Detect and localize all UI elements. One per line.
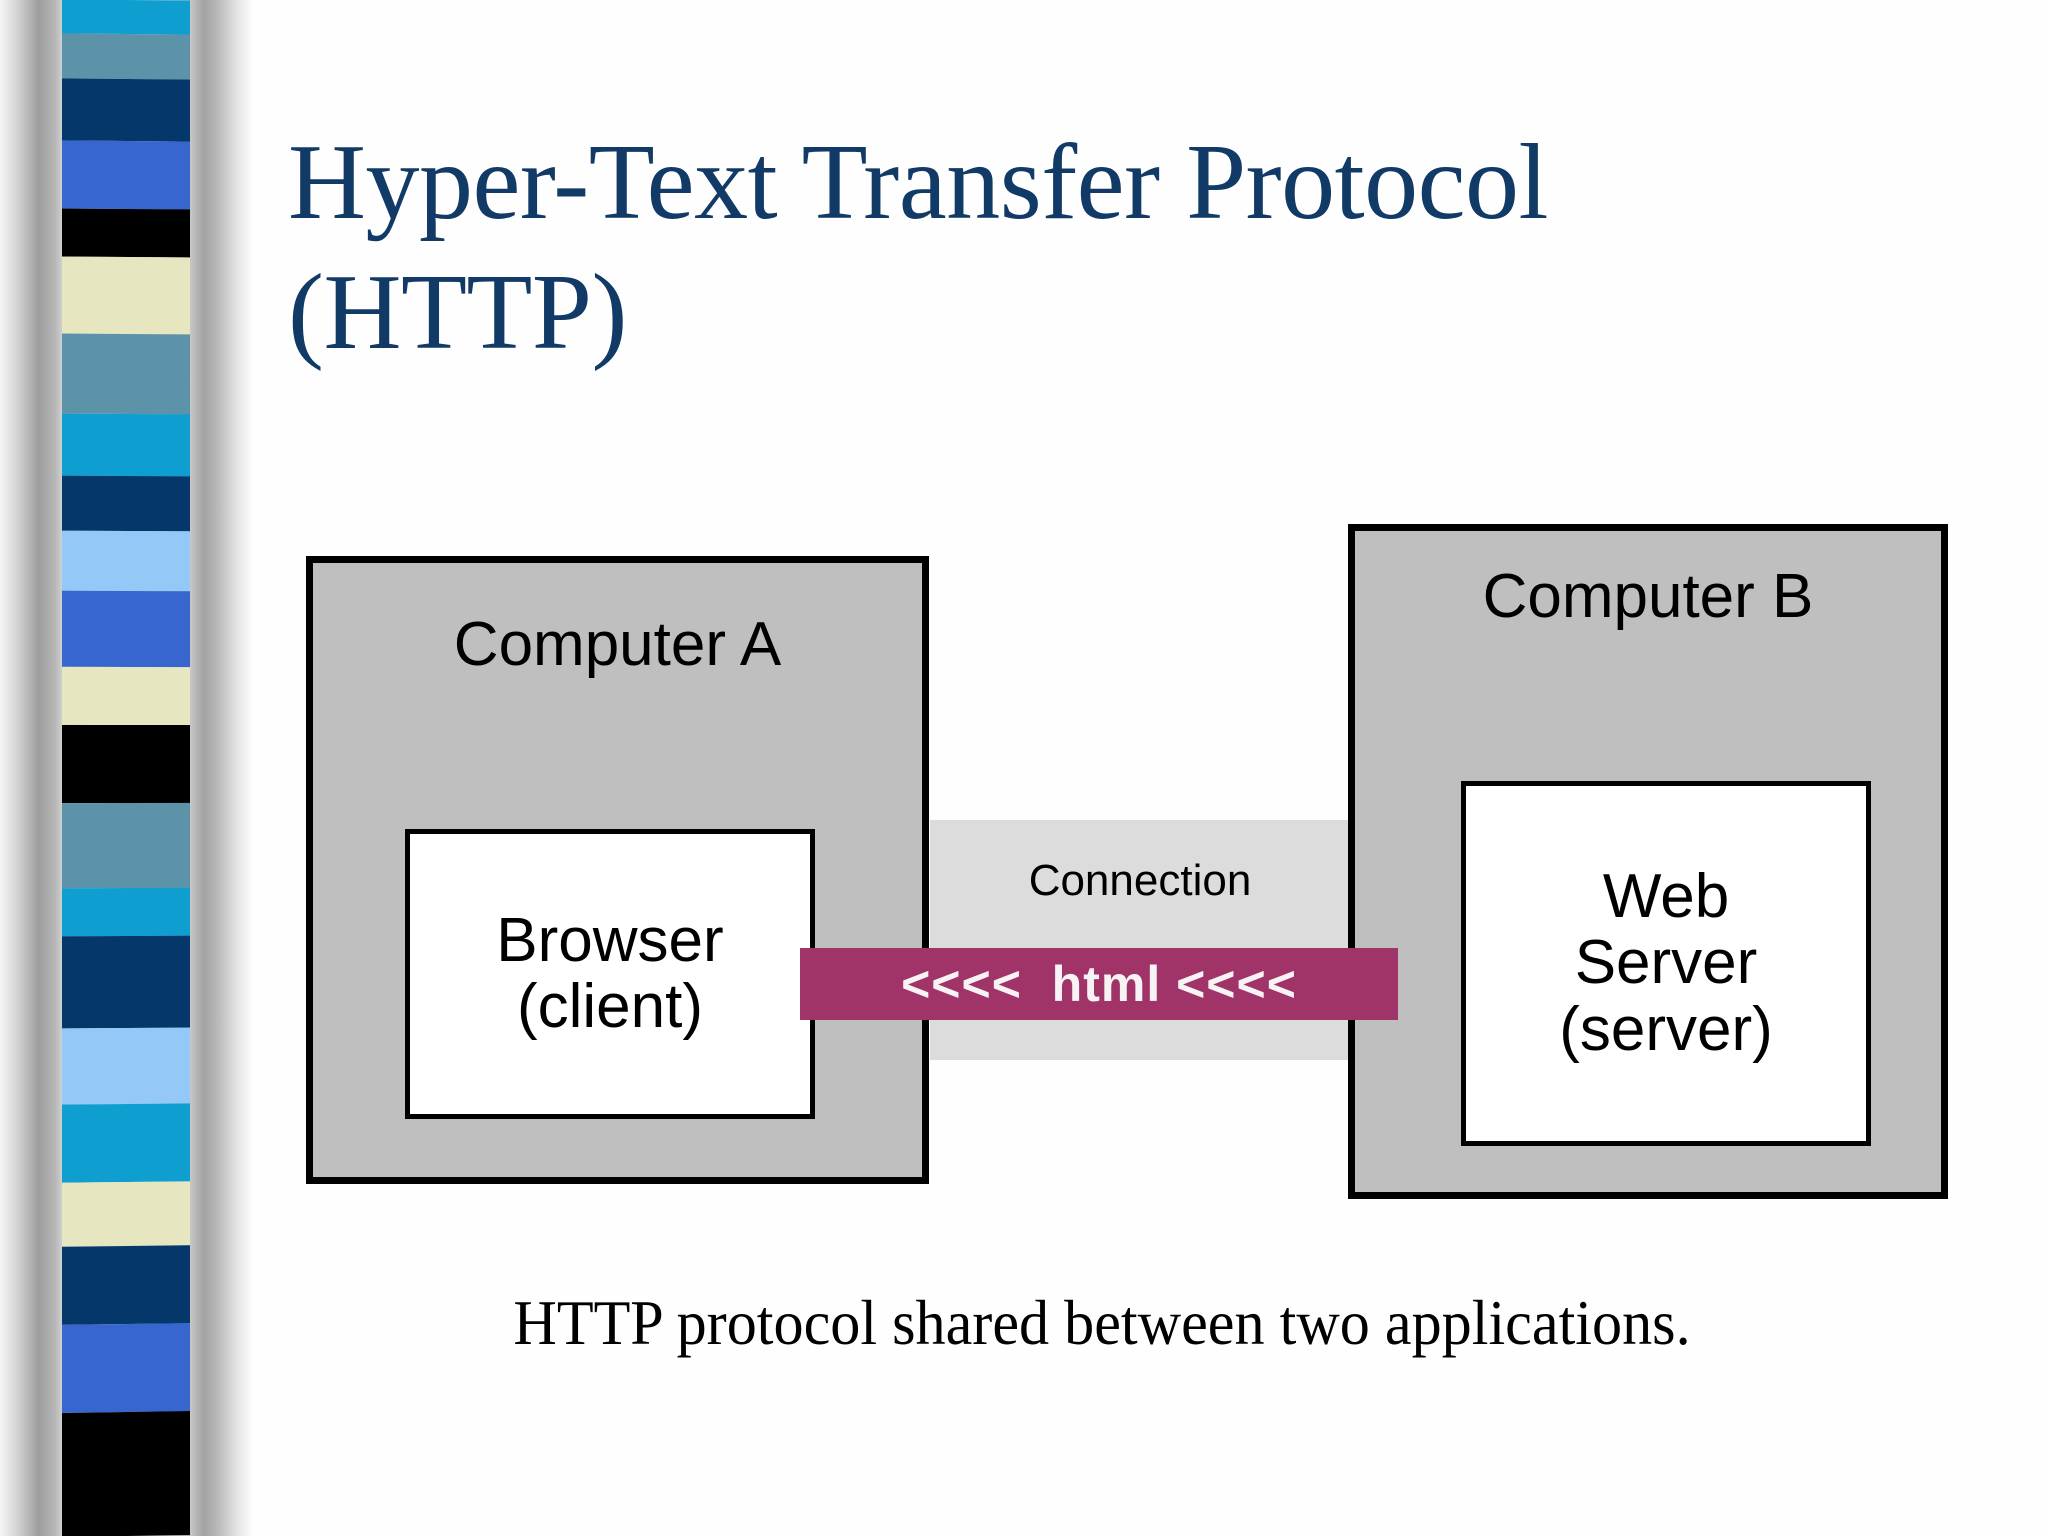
title-line-1: Hyper-Text Transfer Protocol — [288, 123, 1549, 242]
title-line-2: (HTTP) — [288, 252, 627, 372]
browser-client-text: Browser (client) — [496, 905, 724, 1041]
browser-client-box: Browser (client) — [405, 829, 815, 1119]
server-line-1: Web — [1602, 862, 1730, 931]
sidebar-rail-left — [0, 0, 62, 1536]
computer-a-label: Computer A — [453, 610, 782, 679]
computer-a-box: Computer A Browser (client) — [306, 556, 929, 1184]
server-line-3: (server) — [1559, 994, 1773, 1064]
web-server-box: Web Server (server) — [1461, 781, 1871, 1146]
page-title: Hyper-Text Transfer Protocol (HTTP) — [288, 118, 1928, 377]
slide-caption: HTTP protocol shared between two applica… — [513, 1287, 1691, 1358]
computer-b-label: Computer B — [1482, 562, 1814, 631]
sidebar-rail-right — [190, 0, 252, 1536]
connection-plate — [930, 820, 1350, 1060]
connection-label: Connection — [1028, 856, 1252, 905]
browser-line-1: Browser — [496, 905, 724, 975]
decorative-sidebar — [0, 0, 252, 1536]
web-server-text: Web Server (server) — [1559, 862, 1773, 1064]
browser-line-2: (client) — [516, 972, 703, 1041]
html-transfer-bar: <<<< html <<<< — [800, 948, 1398, 1020]
server-line-2: Server — [1574, 928, 1758, 998]
computer-b-box: Computer B Web Server (server) — [1348, 524, 1948, 1199]
